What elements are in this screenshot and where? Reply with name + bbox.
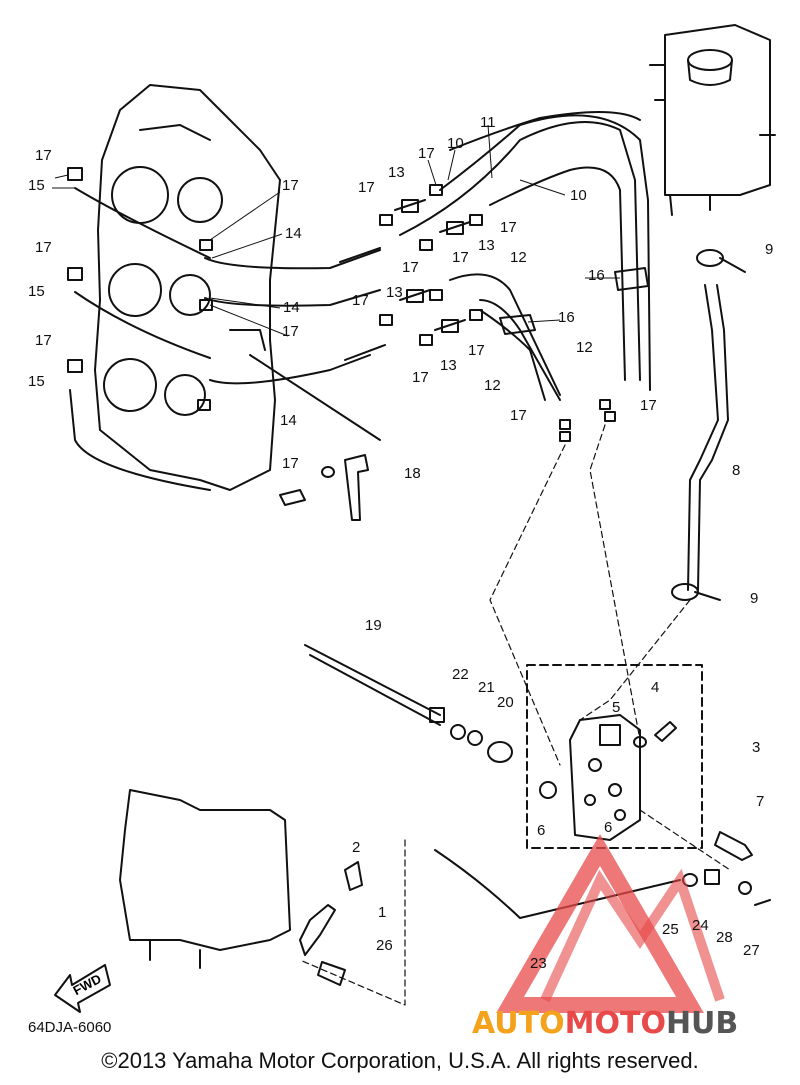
shaft-19	[304, 644, 445, 726]
hose-10-11-set	[399, 110, 651, 391]
callout-18: 18	[404, 465, 421, 482]
callout-17: 17	[412, 369, 429, 386]
callout-10: 10	[570, 187, 587, 204]
nipple-7	[714, 831, 753, 861]
callout-4: 4	[651, 679, 659, 696]
callout-14: 14	[283, 299, 300, 316]
callout-14: 14	[285, 225, 302, 242]
callout-20: 20	[497, 694, 514, 711]
diagram-code: 64DJA-6060	[28, 1019, 111, 1036]
hose-12-set	[449, 273, 561, 401]
callout-3: 3	[752, 739, 760, 756]
callout-16: 16	[558, 309, 575, 326]
callout-13: 13	[440, 357, 457, 374]
lever-1	[299, 904, 336, 956]
callout-17: 17	[282, 455, 299, 472]
callout-17: 17	[35, 147, 52, 164]
callout-27: 27	[743, 942, 760, 959]
callout-1: 1	[378, 904, 386, 921]
bracket-18	[249, 354, 381, 521]
washer-22	[450, 724, 466, 740]
watermark-auto: AUTO	[472, 1006, 565, 1041]
callout-9: 9	[765, 241, 773, 258]
clamp-16-set	[499, 267, 649, 335]
joint-24	[704, 869, 720, 885]
hose-15-set	[69, 187, 211, 491]
callout-12: 12	[484, 377, 501, 394]
callout-17: 17	[402, 259, 419, 276]
callout-22: 22	[452, 666, 469, 683]
gasket-6	[539, 781, 557, 799]
callout-17: 17	[468, 342, 485, 359]
pin-27	[754, 899, 771, 906]
fitting-13-set	[339, 199, 471, 361]
lower-engine	[119, 789, 291, 969]
callout-6: 6	[604, 819, 612, 836]
callout-21: 21	[478, 679, 495, 696]
callout-6: 6	[537, 822, 545, 839]
callout-17: 17	[640, 397, 657, 414]
callout-11: 11	[480, 114, 496, 131]
callout-15: 15	[28, 373, 45, 390]
callout-17: 17	[418, 145, 435, 162]
callout-17: 17	[452, 249, 469, 266]
watermark-text: AUTOMOTOHUB	[472, 1006, 738, 1041]
fwd-label: FWD	[70, 971, 103, 998]
callout-16: 16	[588, 267, 605, 284]
callout-24: 24	[692, 917, 709, 934]
callout-2: 2	[352, 839, 360, 856]
callout-17: 17	[35, 332, 52, 349]
rod-23	[434, 849, 681, 919]
copyright-notice: ©2013 Yamaha Motor Corporation, U.S.A. A…	[101, 1048, 699, 1073]
callout-17: 17	[352, 292, 369, 309]
washer-5	[633, 736, 647, 748]
callout-9: 9	[750, 590, 758, 607]
callout-13: 13	[478, 237, 495, 254]
callout-26: 26	[376, 937, 393, 954]
callout-17: 17	[510, 407, 527, 424]
callout-17: 17	[358, 179, 375, 196]
leader-lines	[299, 424, 731, 1006]
joint-26	[317, 961, 346, 986]
callout-19: 19	[365, 617, 382, 634]
callout-13: 13	[388, 164, 405, 181]
callout-17: 17	[500, 219, 517, 236]
callout-13: 13	[386, 284, 403, 301]
callout-12: 12	[510, 249, 527, 266]
callout-15: 15	[28, 283, 45, 300]
callout-8: 8	[732, 462, 740, 479]
callout-23: 23	[530, 955, 547, 972]
clip-9-set	[671, 249, 746, 601]
washer-28	[738, 881, 752, 895]
fwd-arrow	[54, 964, 111, 1013]
callout-15: 15	[28, 177, 45, 194]
callout-5: 5	[612, 699, 620, 716]
nut-17-set	[67, 167, 616, 442]
callout-17: 17	[35, 239, 52, 256]
cylinder-block	[94, 84, 281, 491]
o-ring-21	[467, 730, 483, 746]
callout-14: 14	[280, 412, 297, 429]
pin-2	[344, 861, 363, 891]
bolt-4	[654, 721, 677, 742]
hose-8	[687, 284, 729, 591]
callout-12: 12	[576, 339, 593, 356]
watermark-hub: HUB	[666, 1006, 738, 1041]
watermark-logo	[496, 834, 725, 1013]
callout-17: 17	[282, 323, 299, 340]
hose-14-set	[204, 249, 381, 385]
callout-28: 28	[716, 929, 733, 946]
watermark-moto: MOTO	[565, 1006, 666, 1041]
bushing-20	[487, 741, 513, 763]
callout-25: 25	[662, 921, 679, 938]
distributor-3-box	[526, 664, 703, 849]
callout-17: 17	[282, 177, 299, 194]
oil-tank	[649, 24, 776, 216]
callout-10: 10	[447, 135, 464, 152]
distributor-valve	[569, 714, 641, 841]
callout-7: 7	[756, 793, 764, 810]
